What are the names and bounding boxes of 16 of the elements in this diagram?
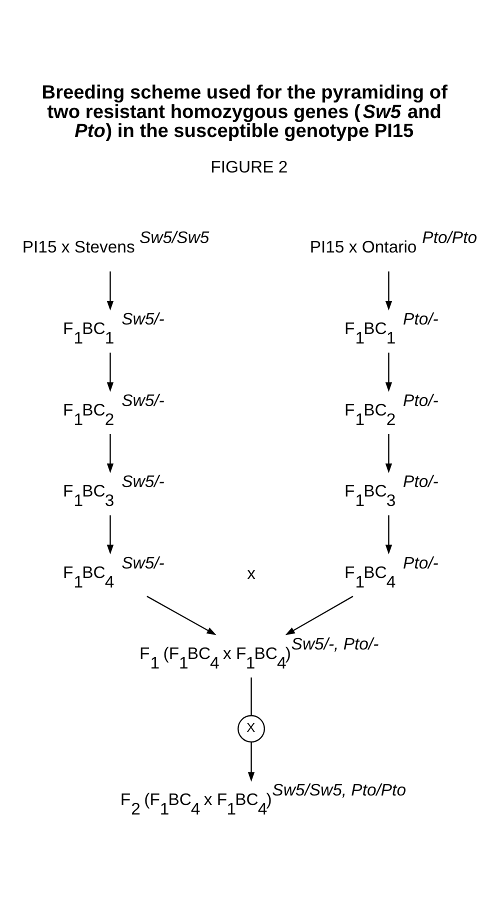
diagram-title: Breeding scheme used for the pyramiding of two resistant homozygous genes (Sw5 and Pto) in the susceptible genotype PI15 (42, 82, 448, 142)
label: FIGURE 2 (210, 157, 288, 176)
node-circle: X (238, 714, 266, 742)
arrow (146, 595, 216, 635)
arrow (385, 514, 392, 554)
arrow (385, 352, 392, 392)
arrow (385, 433, 392, 473)
arrow (285, 595, 354, 635)
connector (250, 676, 252, 716)
label: x (247, 564, 256, 583)
arrow (106, 270, 114, 310)
arrow (248, 741, 255, 782)
arrow (106, 352, 114, 392)
arrow (106, 433, 114, 473)
arrow (385, 270, 392, 310)
arrow (106, 514, 114, 554)
